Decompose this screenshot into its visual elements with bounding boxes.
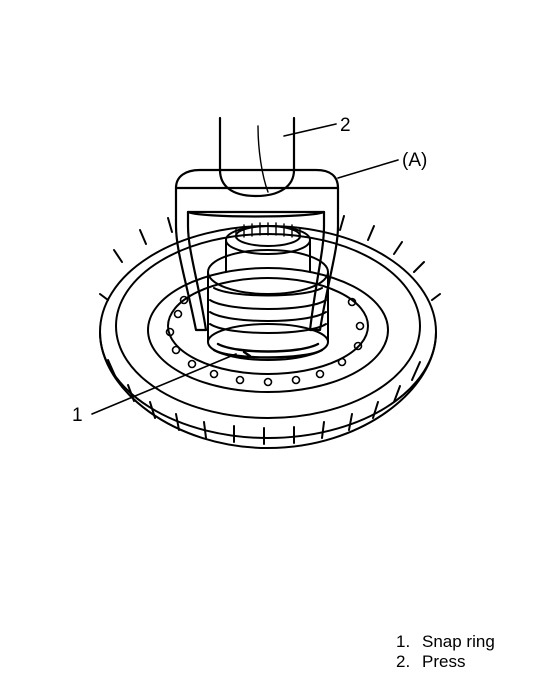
drum-holes: [165, 295, 365, 387]
legend-item-snap-ring: 1. Snap ring: [396, 632, 495, 652]
hub-shaft: [225, 222, 311, 273]
drum-plate: [147, 267, 389, 393]
special-tool-a: [174, 168, 340, 332]
legend-number: 1.: [396, 632, 411, 651]
press-ram: [218, 116, 296, 198]
callout-label-tool-a: (A): [402, 150, 427, 171]
legend-label: Press: [422, 652, 466, 671]
legend-number: 2.: [396, 652, 411, 671]
parts-legend: 1. Snap ring 2. Press: [396, 632, 495, 672]
leader-line-snap-ring: [91, 353, 237, 415]
callout-label-snap-ring: 1: [72, 405, 83, 426]
spring-retainer-stack: [207, 249, 329, 361]
leader-line-tool-a: [337, 159, 399, 179]
legend-item-press: 2. Press: [396, 652, 495, 672]
leader-line-press: [283, 123, 337, 137]
callout-label-press: 2: [340, 115, 351, 136]
legend-label: Snap ring: [422, 632, 495, 651]
leader-lines: [91, 123, 399, 415]
snap-ring: [212, 342, 324, 359]
